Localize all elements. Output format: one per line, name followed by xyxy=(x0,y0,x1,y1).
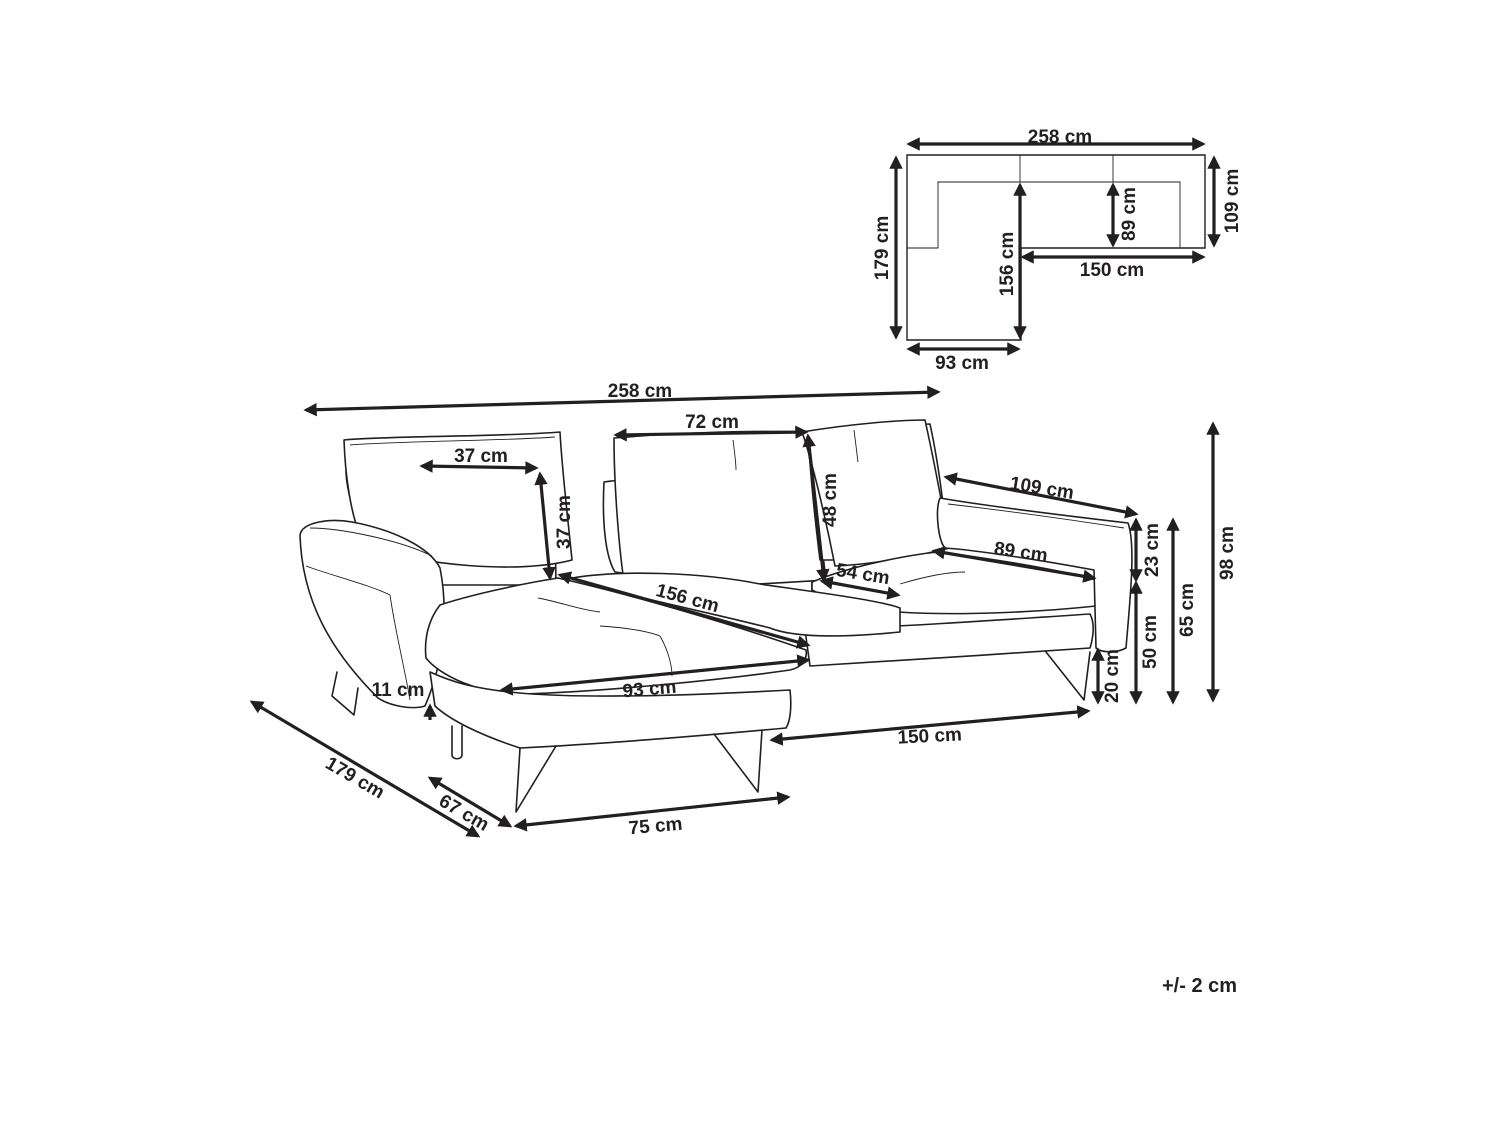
plan-outline xyxy=(906,154,1206,341)
sofa-width-label: 258 cm xyxy=(608,381,672,402)
leg-height-label: 20 cm xyxy=(1102,649,1123,703)
arm-height-label: 65 cm xyxy=(1177,583,1198,637)
sofa-width-arrow xyxy=(303,385,941,417)
back-cushion-width-arrow xyxy=(613,425,809,442)
chaise-right-leg xyxy=(713,729,763,793)
chaise-width-label: 93 cm xyxy=(622,677,678,703)
pillow-height-arrow xyxy=(534,471,556,581)
middle-back-cushion xyxy=(613,430,827,587)
chaise-front-width-label: 75 cm xyxy=(628,814,684,840)
plan-inner-depth-label: 89 cm xyxy=(1119,187,1140,241)
seat-width-arrow xyxy=(931,546,1097,583)
plan-length-label: 179 cm xyxy=(872,216,893,280)
total-height-label: 98 cm xyxy=(1217,526,1238,580)
back-cushion-width-label: 72 cm xyxy=(685,412,739,433)
plan-view: 258 cm 109 cm 89 cm 179 cm 156 cm 150 cm… xyxy=(872,127,1243,374)
right-leg xyxy=(1045,651,1091,701)
plan-width-label: 258 cm xyxy=(1028,127,1092,148)
plan-inner-back xyxy=(907,181,1181,249)
chaise-length-arrow xyxy=(557,571,811,649)
armrest-length-label: 109 cm xyxy=(1008,473,1075,504)
chaise-leg-height-label: 11 cm xyxy=(372,680,425,701)
right-base xyxy=(804,613,1094,667)
total-length-arrow xyxy=(249,700,481,838)
chaise-front-width-arrow xyxy=(513,791,791,832)
chaise-width-arrow xyxy=(499,654,811,696)
bottom-width-label: 150 cm xyxy=(897,724,962,748)
plan-depth-label: 109 cm xyxy=(1222,169,1243,233)
chaise-left-leg xyxy=(451,725,463,760)
left-leg xyxy=(331,671,359,716)
pillow-width-arrow xyxy=(419,459,539,475)
back-cushion-height-arrow xyxy=(802,433,830,583)
plan-inner-width-label: 150 cm xyxy=(1080,260,1144,281)
plan-chaise-label: 156 cm xyxy=(997,232,1018,296)
armrest-height-label: 23 cm xyxy=(1142,523,1163,577)
chaise-depth-arrow xyxy=(427,776,513,828)
back-cushion-height-label: 48 cm xyxy=(820,473,841,527)
chaise-front-leg xyxy=(515,745,557,813)
plan-chaise-width-label: 93 cm xyxy=(935,353,989,374)
bottom-width-arrow xyxy=(769,705,1091,746)
pillow-width-label: 37 cm xyxy=(454,446,508,467)
pillow-height-label: 37 cm xyxy=(554,495,575,549)
seat-depth-arrow xyxy=(819,576,901,600)
armrest-length-arrow xyxy=(943,472,1139,519)
seat-height-label: 50 cm xyxy=(1140,615,1161,669)
tolerance-note: +/- 2 cm xyxy=(1162,975,1238,997)
